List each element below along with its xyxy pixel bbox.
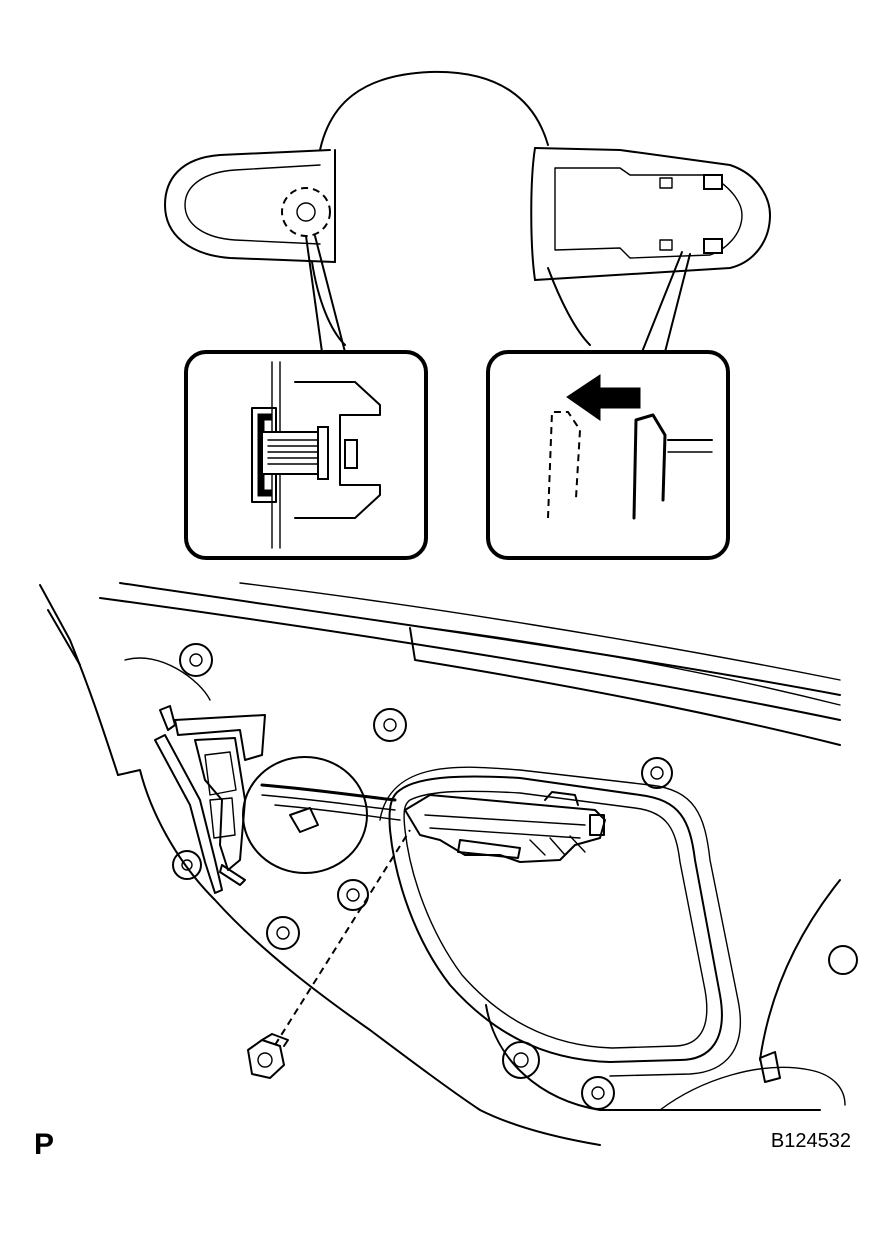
detail-box-left <box>184 350 428 560</box>
linkage-rod <box>260 783 401 833</box>
door-lock-mechanism <box>154 705 266 894</box>
bolt-icon <box>247 1033 289 1079</box>
view-label: P <box>34 1128 55 1161</box>
leader-lines <box>305 235 691 353</box>
door-handle-outline <box>164 70 771 346</box>
detail-box-right <box>486 350 730 560</box>
figure-code: B124532 <box>770 1130 851 1152</box>
clip-release-arrow-icon <box>547 374 713 520</box>
outside-handle-frame <box>404 791 606 863</box>
mounting-holes <box>172 643 858 1110</box>
detail-circle <box>281 187 331 237</box>
door-panel <box>39 582 858 1146</box>
bolt-cross-section-icon <box>251 361 381 549</box>
